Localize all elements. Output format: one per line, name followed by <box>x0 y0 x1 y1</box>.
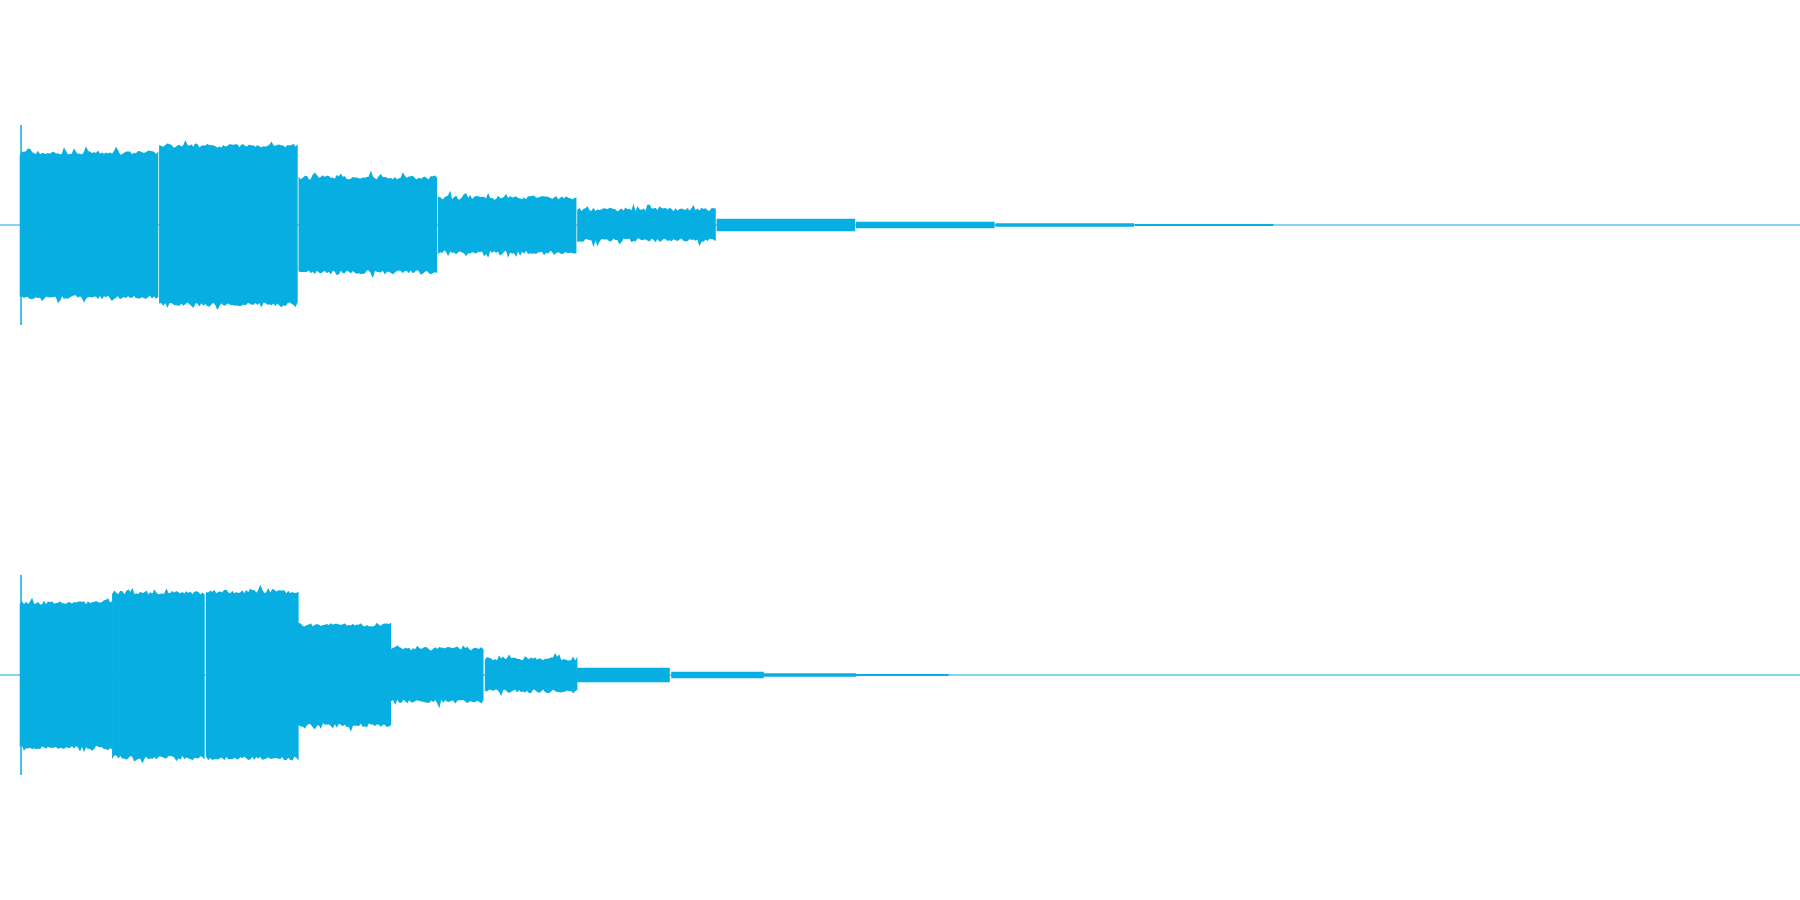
lower-segment-9 <box>763 673 857 677</box>
lower-segment-2 <box>112 587 205 764</box>
upper-segment-3 <box>298 170 438 279</box>
upper-segment-8 <box>995 223 1134 227</box>
upper-segment-6 <box>716 218 856 232</box>
lower-segment-3 <box>206 584 299 761</box>
channel-lower-waveform <box>0 575 1800 775</box>
lower-segment-6 <box>484 652 578 697</box>
lower-segment-10 <box>856 674 949 676</box>
upper-segment-9 <box>1134 224 1274 226</box>
upper-segment-5 <box>577 203 716 248</box>
lower-segment-1 <box>19 597 113 753</box>
lower-segment-4 <box>298 622 392 732</box>
lower-segment-8 <box>671 671 764 679</box>
lower-segment-5 <box>390 645 484 709</box>
upper-segment-2 <box>159 140 298 310</box>
upper-segment-7 <box>856 221 995 229</box>
upper-segment-1 <box>19 146 159 304</box>
upper-segment-4 <box>437 190 577 258</box>
channel-upper-waveform <box>0 125 1800 325</box>
lower-segment-7 <box>577 667 670 683</box>
